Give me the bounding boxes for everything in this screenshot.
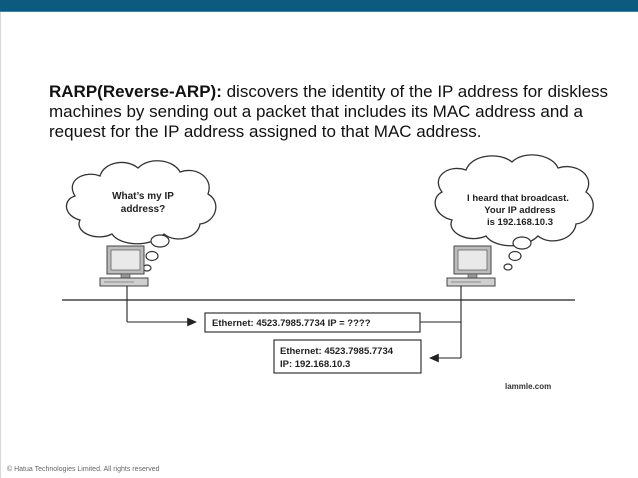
footer-copyright: © Hatua Technologies Limited. All rights…: [7, 466, 160, 473]
rarp-server-computer-icon: [446, 245, 496, 287]
right-bubble-line-3: is 192.168.10.3: [487, 217, 553, 228]
reply-packet-line-2: IP: 192.168.10.3: [280, 359, 350, 370]
left-bubble-line-2: address?: [121, 204, 165, 215]
header-bar: [0, 0, 638, 11]
right-thought-bubble: I heard that broadcast. Your IP address …: [434, 154, 594, 271]
slide-body-text: RARP(Reverse-ARP): discovers the identit…: [49, 82, 609, 142]
diagram-credit: lammle.com: [505, 382, 551, 391]
request-packet: Ethernet: 4523.7985.7734 IP = ????: [204, 312, 421, 333]
left-bubble-line-1: What’s my IP: [112, 191, 174, 202]
request-packet-text: Ethernet: 4523.7985.7734 IP = ????: [212, 318, 371, 329]
header-divider: [0, 11, 638, 12]
reply-packet: Ethernet: 4523.7985.7734 IP: 192.168.10.…: [273, 339, 422, 374]
left-thought-bubble: What’s my IP address?: [65, 160, 217, 272]
right-bubble-line-2: Your IP address: [484, 205, 555, 216]
reply-packet-line-1: Ethernet: 4523.7985.7734: [280, 346, 394, 357]
right-bubble-line-1: I heard that broadcast.: [467, 193, 569, 204]
slide-left-border: [0, 12, 1, 478]
rarp-term: RARP(Reverse-ARP):: [49, 82, 222, 101]
rarp-description: discovers the identity of the IP address…: [49, 82, 609, 141]
client-computer-icon: [99, 245, 149, 287]
